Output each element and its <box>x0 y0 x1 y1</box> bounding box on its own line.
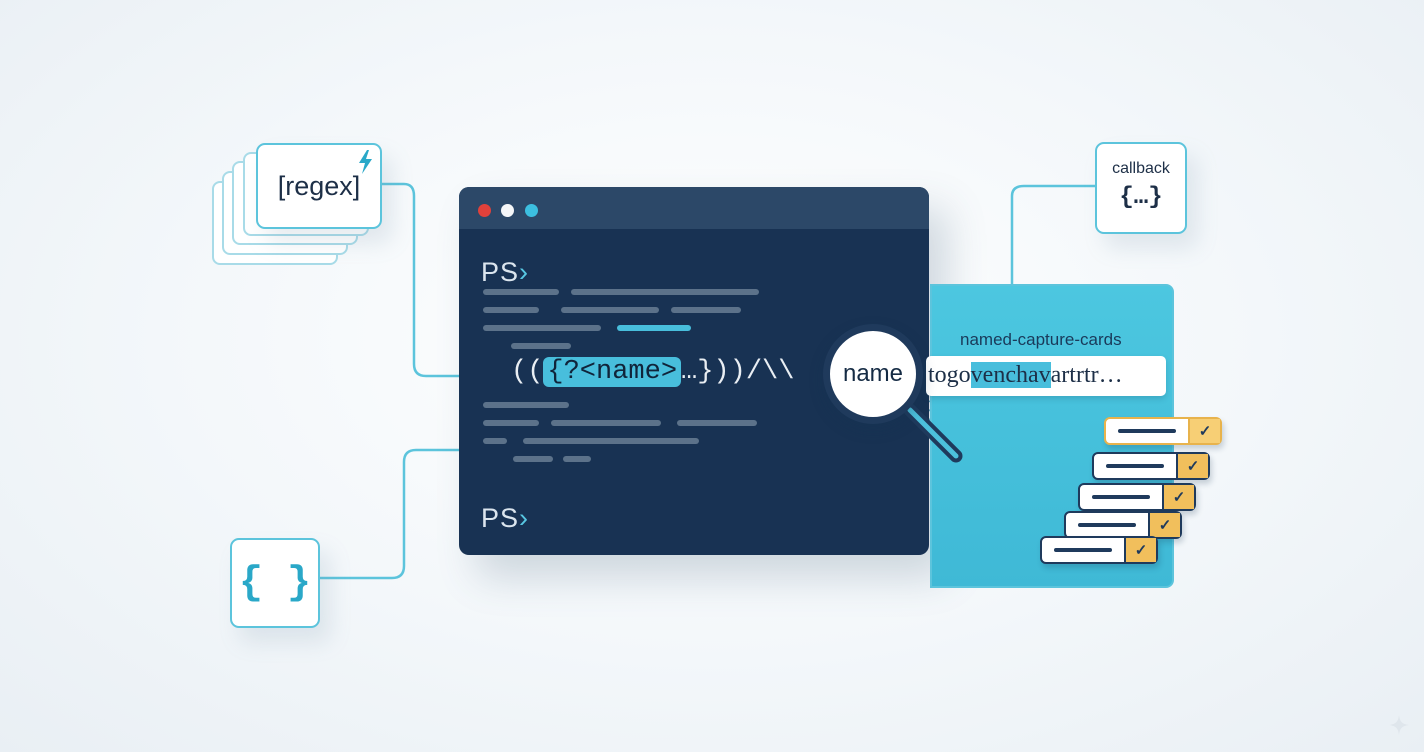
output-line <box>563 456 591 462</box>
result-line <box>1118 429 1176 433</box>
output-line <box>511 343 571 349</box>
lightning-bolt-icon <box>359 150 372 174</box>
terminal-titlebar <box>459 187 929 229</box>
callback-title: callback <box>1112 160 1170 177</box>
terminal-prompt-bottom: PS› <box>481 503 529 534</box>
match-highlight: venchav <box>970 362 1051 388</box>
output-line <box>523 438 699 444</box>
output-line <box>483 289 559 295</box>
maximize-window-dot[interactable] <box>525 204 538 217</box>
check-icon: ✓ <box>1176 454 1208 478</box>
check-icon: ✓ <box>1124 538 1156 562</box>
check-icon: ✓ <box>1148 513 1180 537</box>
regex-suffix: …}))/\\ <box>681 357 795 387</box>
match-after: artrtr… <box>1050 362 1123 388</box>
output-line <box>571 289 759 295</box>
output-line <box>483 438 507 444</box>
lens-label: name <box>842 360 904 387</box>
result-line <box>1054 548 1112 552</box>
output-line <box>561 307 659 313</box>
result-line <box>1106 464 1164 468</box>
magnifier-lens-icon: name <box>823 324 923 424</box>
regex-command-line: (({?<name>…}))/\\ <box>511 357 794 387</box>
regex-card[interactable]: [regex] <box>256 143 382 229</box>
result-line <box>1078 523 1136 527</box>
output-line <box>483 307 539 313</box>
result-line <box>1092 495 1150 499</box>
magnifier-handle <box>903 403 963 463</box>
prompt-chevron-icon: › <box>519 257 530 287</box>
capture-result-card[interactable]: ✓ <box>1104 417 1222 445</box>
output-line <box>483 325 601 331</box>
callback-body: {…} <box>1119 184 1163 211</box>
terminal-prompt-top: PS› <box>481 257 529 288</box>
check-icon: ✓ <box>1188 419 1220 443</box>
prompt-text: PS <box>481 257 520 287</box>
output-line <box>513 456 553 462</box>
match-before: togo <box>928 362 971 388</box>
powershell-terminal: PS› (({?<name>…}))/\\ PS› <box>459 187 929 555</box>
capture-result-card[interactable]: ✓ <box>1064 511 1182 539</box>
prompt-chevron-icon: › <box>519 503 530 533</box>
check-icon: ✓ <box>1162 485 1194 509</box>
capture-result-card[interactable]: ✓ <box>1092 452 1210 480</box>
output-line <box>551 420 661 426</box>
output-line-highlight <box>617 325 691 331</box>
output-line <box>677 420 757 426</box>
capture-result-card[interactable]: ✓ <box>1078 483 1196 511</box>
minimize-window-dot[interactable] <box>501 204 514 217</box>
close-window-dot[interactable] <box>478 204 491 217</box>
braces-icon: { } <box>238 560 311 606</box>
object-braces-card[interactable]: { } <box>230 538 320 628</box>
sparkle-icon <box>1389 715 1409 735</box>
match-text: togovenchavartrtr… <box>928 362 1123 389</box>
output-line <box>483 402 569 408</box>
regex-card-label: [regex] <box>277 170 361 201</box>
prompt-text: PS <box>481 503 520 533</box>
callback-card[interactable]: callback {…} <box>1095 142 1187 234</box>
named-capture-group[interactable]: {?<name> <box>543 357 682 387</box>
panel-label: named-capture-cards <box>960 330 1122 349</box>
capture-result-card[interactable]: ✓ <box>1040 536 1158 564</box>
regex-prefix: (( <box>511 357 544 387</box>
output-line <box>671 307 741 313</box>
output-line <box>483 420 539 426</box>
